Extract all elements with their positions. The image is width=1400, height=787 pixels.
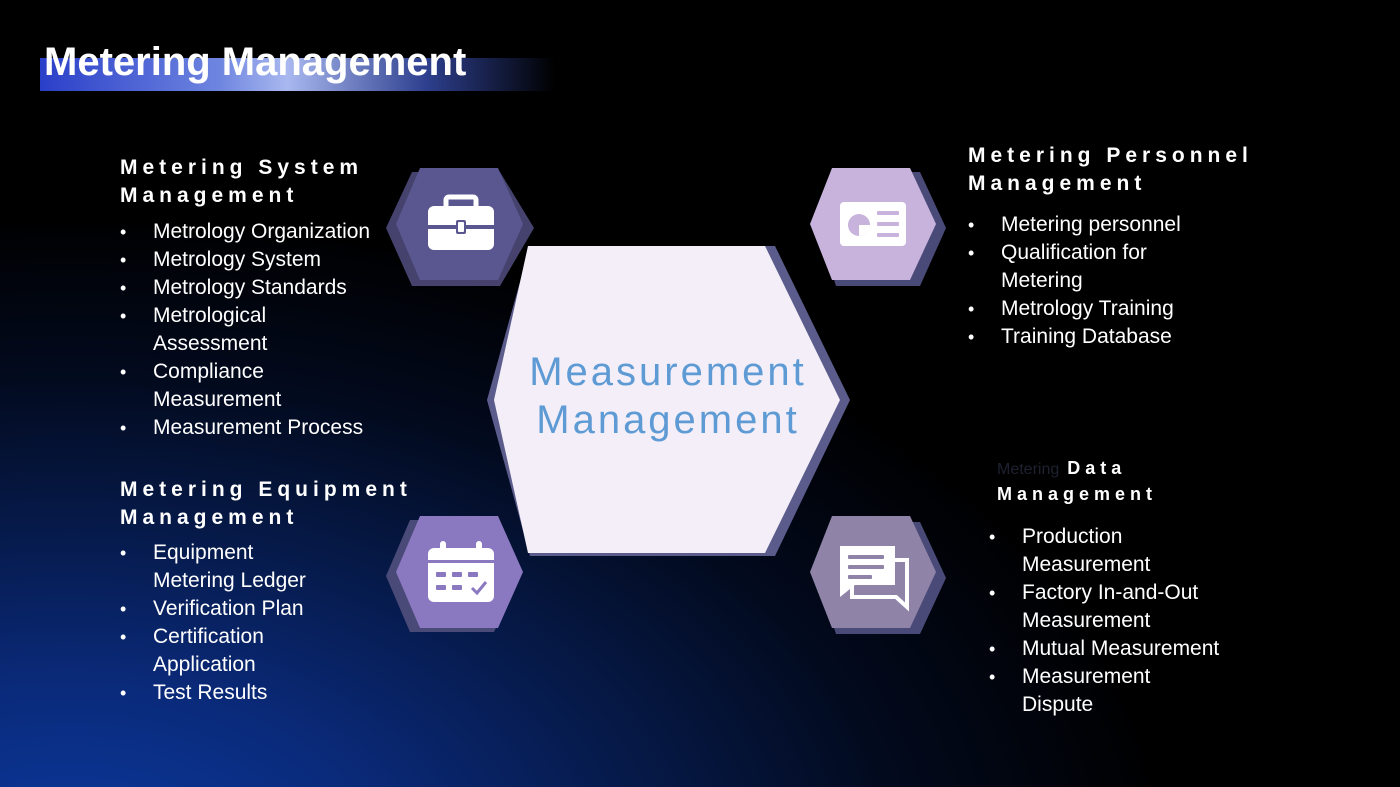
list-item: Metrology Organization: [120, 218, 410, 246]
list-item: Metering personnel: [968, 211, 1218, 239]
list-item: Verification Plan: [120, 595, 360, 623]
hexagon-personnel: [810, 168, 946, 286]
data-heading: Metering Data Management: [997, 456, 1157, 507]
message-icon: [840, 546, 909, 612]
center-label-line1: Measurement: [529, 350, 807, 394]
equipment-heading: Metering Equipment Management: [120, 476, 412, 532]
system-list: Metrology Organization Metrology System …: [120, 218, 410, 442]
list-item: Metrological Assessment: [120, 302, 283, 358]
list-item: Qualification for Metering: [968, 239, 1181, 295]
personnel-heading: Metering Personnel Management: [968, 142, 1253, 198]
list-item: Certification Application: [120, 623, 283, 679]
center-hexagon: [494, 246, 840, 553]
list-item: Measurement Process: [120, 414, 410, 442]
list-item: Metrology Standards: [120, 274, 410, 302]
list-item: Measurement Dispute: [989, 663, 1172, 719]
data-heading-line1: Metering Data: [997, 456, 1157, 482]
calendar-icon: [428, 541, 494, 602]
data-heading-faint: Metering: [997, 461, 1060, 478]
center-label-line2: Management: [536, 398, 800, 442]
list-item: Production Measurement: [989, 523, 1172, 579]
personnel-heading-line2: Management: [968, 172, 1147, 195]
equipment-heading-line2: Management: [120, 506, 299, 529]
equipment-heading-line1: Metering Equipment: [120, 478, 412, 501]
hexagon-equipment: [386, 516, 523, 632]
list-item: Factory In-and-Out Measurement: [989, 579, 1232, 635]
title-highlight-bar: [40, 58, 555, 91]
list-item: Metrology Training: [968, 295, 1218, 323]
system-heading-line1: Metering System: [120, 156, 364, 179]
list-item: Test Results: [120, 679, 360, 707]
list-item: Training Database: [968, 323, 1218, 351]
briefcase-icon: [428, 194, 494, 250]
list-item: Equipment Metering Ledger: [120, 539, 333, 595]
equipment-list: Equipment Metering Ledger Verification P…: [120, 539, 360, 707]
system-heading-line2: Management: [120, 184, 299, 207]
data-heading-bold: Data: [1067, 458, 1127, 478]
hexagon-data: [810, 516, 946, 634]
center-label: Measurement Management: [500, 348, 836, 444]
page-title: Metering Management: [44, 40, 467, 84]
personnel-heading-line1: Metering Personnel: [968, 144, 1253, 167]
hexagon-system: [386, 168, 534, 286]
list-item: Compliance Measurement: [120, 358, 293, 414]
personnel-list: Metering personnel Qualification for Met…: [968, 211, 1218, 351]
id-card-icon: [840, 202, 906, 246]
list-item: Mutual Measurement: [989, 635, 1259, 663]
data-heading-line2: Management: [997, 484, 1158, 504]
data-list: Production Measurement Factory In-and-Ou…: [989, 523, 1259, 719]
system-heading: Metering System Management: [120, 154, 363, 210]
list-item: Metrology System: [120, 246, 410, 274]
